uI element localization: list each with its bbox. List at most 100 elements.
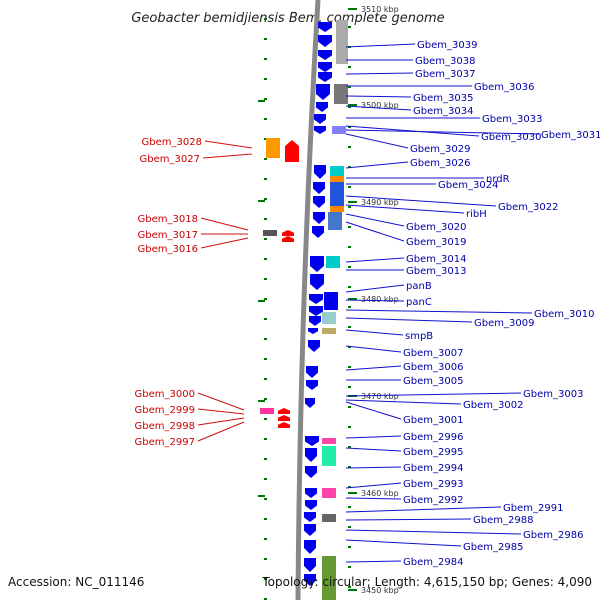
scale-tick	[348, 298, 357, 300]
tick-mark-major-left	[258, 300, 265, 302]
gene-arrow-forward	[304, 524, 316, 536]
tick-mark-right	[348, 386, 351, 388]
gene-label-right: Gbem_2985	[463, 542, 523, 553]
gene-block-blue	[328, 212, 342, 230]
tick-mark-left	[264, 278, 267, 280]
tick-mark-left	[264, 78, 267, 80]
gene-arrow-forward	[305, 466, 317, 478]
label-leader-line	[200, 237, 249, 249]
label-leader-line	[345, 309, 533, 314]
gene-label-left: Gbem_3018	[138, 214, 198, 225]
left-label-leaders	[197, 140, 253, 442]
gene-label-right: Gbem_2995	[403, 447, 463, 458]
gene-block-pink	[260, 408, 274, 414]
gene-arrow-reverse	[282, 230, 294, 236]
label-leader-line	[345, 129, 540, 135]
tick-mark-left	[264, 258, 267, 260]
gene-arrow-reverse	[278, 408, 290, 414]
tick-mark-right	[348, 26, 351, 28]
label-leader-line	[345, 257, 405, 263]
gene-label-right: Gbem_3026	[410, 158, 470, 169]
label-leader-line	[345, 72, 414, 75]
label-leader-line	[345, 284, 405, 293]
gene-label-right: Gbem_3001	[403, 415, 463, 426]
tick-mark-right	[348, 426, 351, 428]
tick-mark-left	[264, 18, 267, 20]
gene-label-right: Gbem_3002	[463, 400, 523, 411]
gene-label-right: Gbem_2993	[403, 479, 463, 490]
label-leader-line	[345, 221, 405, 242]
genome-backbone	[295, 0, 321, 600]
label-leader-line	[197, 417, 245, 426]
scale-label: 3510 kbp	[361, 5, 399, 14]
gene-label-right: Gbem_2996	[403, 432, 463, 443]
gene-arrow-reverse	[285, 140, 299, 162]
gene-label-right: nrdR	[486, 174, 510, 185]
tick-mark-right	[348, 226, 351, 228]
gene-arrow-forward	[313, 196, 325, 208]
gene-label-right: Gbem_3013	[406, 266, 466, 277]
tick-mark-left	[264, 598, 267, 600]
gene-block-blue	[330, 182, 344, 206]
tick-mark-left	[264, 338, 267, 340]
tick-mark-right	[348, 366, 351, 368]
gene-arrow-forward	[316, 84, 330, 100]
tick-mark-right	[348, 246, 351, 248]
tick-mark-left	[264, 198, 267, 200]
tick-mark-left	[264, 458, 267, 460]
gene-label-right: Gbem_3014	[406, 254, 466, 265]
tick-mark-left	[264, 578, 267, 580]
scale-tick	[348, 8, 357, 10]
gene-block-cyan	[326, 256, 340, 268]
label-leader-line	[345, 105, 412, 111]
tick-mark-right	[348, 126, 351, 128]
gene-arrow-reverse	[278, 422, 290, 428]
gene-label-left: Gbem_2999	[135, 405, 195, 416]
scale-ticks	[258, 18, 351, 600]
tick-mark-right	[348, 86, 351, 88]
gene-label-right: Gbem_3019	[406, 237, 466, 248]
gene-label-right: Gbem_3003	[523, 389, 583, 400]
gene-label-left: Gbem_3016	[138, 244, 198, 255]
gene-label-right: Gbem_3022	[498, 202, 558, 213]
tick-mark-right	[348, 146, 351, 148]
gene-label-left: Gbem_3028	[142, 137, 202, 148]
gene-arrow-reverse	[278, 415, 290, 421]
tick-mark-left	[264, 38, 267, 40]
gene-block-olive	[322, 556, 336, 600]
gene-arrow-forward	[306, 380, 318, 390]
gene-label-right: Gbem_2991	[503, 503, 563, 514]
label-leader-line	[345, 161, 409, 169]
gene-block-pink	[322, 488, 336, 498]
gene-label-right: Gbem_3034	[413, 106, 473, 117]
tick-mark-right	[348, 566, 351, 568]
gene-label-right: Gbem_2992	[403, 495, 463, 506]
label-leader-line	[345, 447, 402, 452]
gene-arrow-forward	[313, 212, 325, 224]
gene-arrow-forward	[305, 488, 317, 498]
tick-mark-right	[348, 346, 351, 348]
gene-label-right: Gbem_3035	[413, 93, 473, 104]
tick-mark-left	[264, 478, 267, 480]
gene-arrow-forward	[314, 114, 326, 124]
scale-tick	[348, 201, 357, 203]
label-leader-line	[204, 140, 253, 149]
tick-mark-right	[348, 326, 351, 328]
map-title: Geobacter bemidjiensis Bem, complete gen…	[131, 11, 444, 26]
label-leader-line	[345, 329, 404, 336]
tick-mark-left	[264, 398, 267, 400]
right-gene-labels: Gbem_3039Gbem_3038Gbem_3037Gbem_3036Gbem…	[403, 40, 600, 568]
scale-label: 3480 kbp	[361, 295, 399, 304]
tick-mark-left	[264, 418, 267, 420]
scale-label: 3490 kbp	[361, 198, 399, 207]
label-leader-line	[345, 95, 412, 98]
gene-arrow-forward	[304, 512, 316, 522]
tick-mark-left	[264, 178, 267, 180]
tick-mark-right	[348, 486, 351, 488]
tick-mark-right	[348, 286, 351, 288]
gene-label-right: Gbem_3007	[403, 348, 463, 359]
gene-arrow-forward	[304, 558, 316, 572]
gene-arrow-forward	[318, 22, 332, 32]
gene-label-right: ribH	[466, 209, 487, 220]
gene-arrow-forward	[304, 540, 316, 554]
